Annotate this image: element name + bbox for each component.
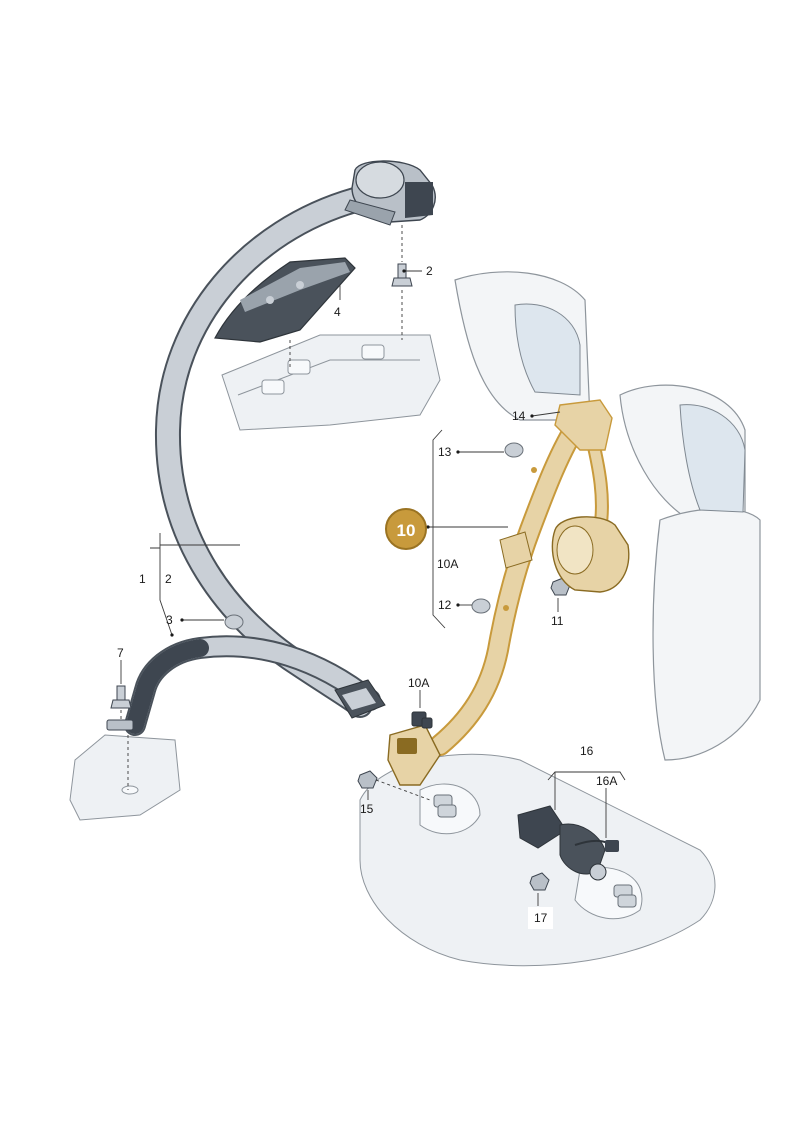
label-15: 15 bbox=[360, 802, 374, 816]
lower-left-floor-panel bbox=[69, 734, 181, 821]
cap-icon bbox=[224, 442, 524, 630]
headrest bbox=[514, 303, 746, 513]
bolt-icon bbox=[391, 263, 413, 287]
label-16: 16 bbox=[580, 744, 594, 758]
leader-dots bbox=[170, 269, 534, 637]
trim-cover bbox=[214, 257, 356, 343]
buckle-assembly bbox=[517, 805, 619, 881]
nut-icon bbox=[357, 577, 571, 891]
connector-plug bbox=[411, 711, 433, 729]
label-4: 4 bbox=[334, 305, 341, 319]
label-10a-left: 10A bbox=[437, 557, 459, 571]
label-2-top: 2 bbox=[426, 264, 433, 278]
rear-retractor bbox=[344, 160, 436, 226]
seat-backrest bbox=[454, 271, 761, 761]
floor-bolts bbox=[433, 794, 637, 908]
label-10a-lower: 10A bbox=[408, 676, 430, 690]
label-2-group: 2 bbox=[165, 572, 172, 586]
label-1: 1 bbox=[139, 572, 146, 586]
floor-panel bbox=[359, 753, 716, 967]
label-11: 11 bbox=[551, 614, 564, 628]
upper-mount-panel bbox=[221, 334, 441, 431]
label-3: 3 bbox=[166, 613, 173, 627]
label-12: 12 bbox=[438, 598, 452, 612]
bolt-icon bbox=[110, 685, 132, 709]
front-belt-assembly bbox=[387, 399, 630, 786]
label-13: 13 bbox=[438, 445, 452, 459]
anchor-plate bbox=[106, 719, 134, 731]
label-17: 17 bbox=[528, 907, 554, 929]
rear-latch-tongue bbox=[334, 679, 386, 719]
label-16a: 16A bbox=[596, 774, 618, 788]
leader-lines bbox=[120, 225, 626, 906]
label-7: 7 bbox=[117, 646, 124, 660]
callout-10: 10 bbox=[385, 508, 427, 550]
rear-belt-webbing bbox=[124, 187, 381, 736]
label-14: 14 bbox=[512, 409, 526, 423]
